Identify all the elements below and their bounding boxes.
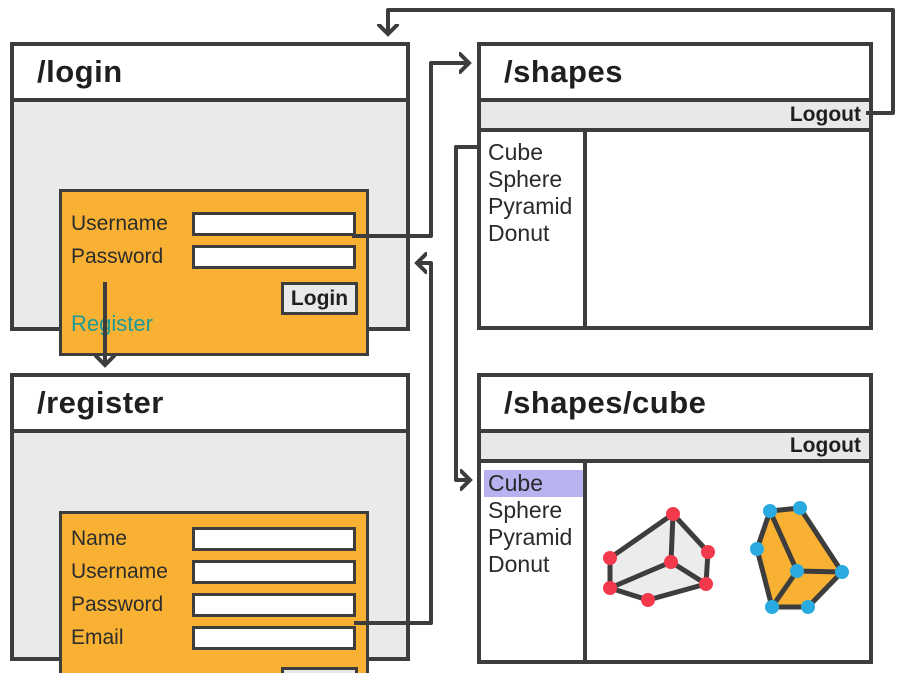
shapes-content: Cube Sphere Pyramid Donut	[481, 132, 869, 326]
email-input[interactable]	[192, 626, 356, 650]
shapes-cube-main-area	[587, 463, 869, 660]
password-row: Password	[71, 245, 366, 269]
name-label: Name	[71, 527, 128, 550]
password-input[interactable]	[192, 245, 356, 269]
shapes-cube-side-menu: Cube Sphere Pyramid Donut	[481, 463, 587, 660]
shapes-panel-title: /shapes	[481, 46, 869, 102]
shapes-cube-menu-item-pyramid[interactable]: Pyramid	[488, 524, 573, 550]
register-panel-title: /register	[14, 377, 406, 433]
login-panel-body: Username Password Login Register	[14, 102, 406, 356]
login-form: Username Password Login Register	[59, 189, 369, 356]
reg-password-row: Password	[71, 593, 366, 617]
shapes-cube-logout-button[interactable]: Logout	[789, 434, 861, 457]
register-panel: /register Name Username Password	[10, 373, 410, 673]
arrow-cube-to-shapes-cube	[454, 145, 479, 480]
reg-password-label: Password	[71, 593, 164, 616]
shapes-logout-bar: Logout	[481, 102, 869, 132]
ok-button[interactable]: OK	[281, 667, 358, 673]
shapes-menu-item-sphere[interactable]: Sphere	[488, 166, 563, 192]
email-row: Email	[71, 626, 366, 650]
shapes-cube-logout-bar: Logout	[481, 433, 869, 463]
name-row: Name	[71, 527, 366, 551]
username-row: Username	[71, 212, 366, 236]
register-form: Name Username Password Email	[59, 511, 369, 673]
shapes-main-area-empty	[587, 132, 869, 326]
shapes-cube-panel: /shapes/cube Logout Cube Sphere Pyramid …	[477, 373, 873, 664]
shapes-menu-item-donut[interactable]: Donut	[488, 220, 550, 246]
shapes-logout-button[interactable]: Logout	[789, 103, 861, 126]
shapes-menu-item-cube[interactable]: Cube	[488, 139, 543, 165]
password-label: Password	[71, 245, 164, 268]
username-label: Username	[71, 212, 168, 235]
name-input[interactable]	[192, 527, 356, 551]
shapes-side-menu: Cube Sphere Pyramid Donut	[481, 132, 587, 326]
cube-solid-cyan-icon	[750, 501, 849, 614]
shapes-menu-item-pyramid[interactable]: Pyramid	[488, 193, 573, 219]
shapes-panel: /shapes Logout Cube Sphere Pyramid Donut	[477, 42, 873, 330]
username-input[interactable]	[192, 212, 356, 236]
shapes-cube-panel-title: /shapes/cube	[481, 377, 869, 433]
reg-username-label: Username	[71, 560, 168, 583]
shapes-cube-menu-item-sphere[interactable]: Sphere	[488, 497, 563, 523]
login-panel: /login Username Password Login Register	[10, 42, 410, 356]
register-link[interactable]: Register	[71, 311, 153, 336]
shapes-cube-content: Cube Sphere Pyramid Donut	[481, 463, 869, 660]
reg-password-input[interactable]	[192, 593, 356, 617]
reg-username-input[interactable]	[192, 560, 356, 584]
shapes-cube-menu-item-donut[interactable]: Donut	[488, 551, 550, 577]
shapes-cube-menu-item-cube-selected[interactable]: Cube	[484, 470, 583, 497]
email-label: Email	[71, 626, 124, 649]
login-button[interactable]: Login	[281, 282, 358, 315]
cube-wireframe-red-icon	[603, 507, 715, 607]
login-panel-title: /login	[14, 46, 406, 102]
register-panel-body: Name Username Password Email	[14, 433, 406, 673]
reg-username-row: Username	[71, 560, 366, 584]
